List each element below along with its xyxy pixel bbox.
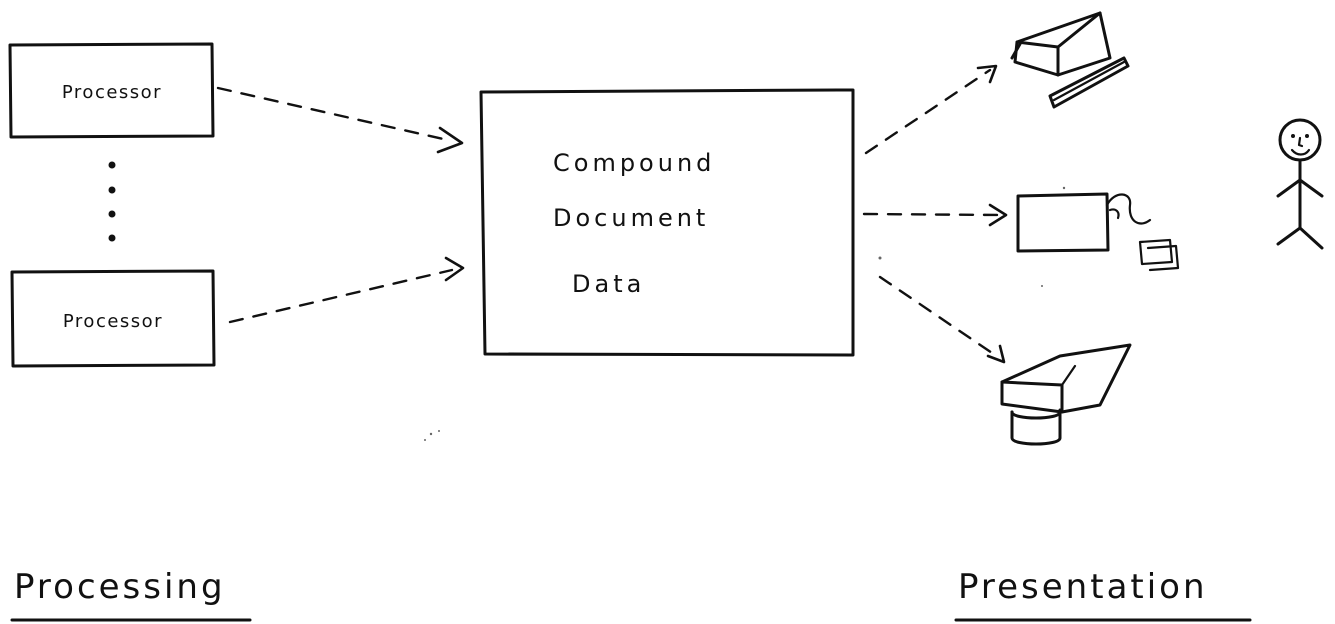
stick-figure-person-icon <box>1276 118 1324 250</box>
arrow-document-to-printer <box>862 203 1008 227</box>
projector-icon <box>1000 343 1132 446</box>
document-line-3: Data <box>572 270 645 298</box>
presentation-title: Presentation <box>958 567 1208 607</box>
document-line-2: Document <box>553 204 709 232</box>
scan-specks <box>424 186 1066 441</box>
processing-section: Processing <box>10 567 252 622</box>
ellipsis-dots <box>108 161 116 242</box>
processing-title: Processing <box>14 567 226 607</box>
processor-box-bottom: Processor <box>10 269 216 368</box>
compound-document-box: Compound Document Data <box>479 88 855 357</box>
presentation-section: Presentation <box>954 567 1252 622</box>
processor-label-top: Processor <box>62 82 162 103</box>
document-line-1: Compound <box>553 149 715 177</box>
printer-icon <box>1016 192 1180 272</box>
processor-box-top: Processor <box>8 42 215 139</box>
arrow-processor-bottom-to-document <box>228 256 465 324</box>
processor-label-bottom: Processor <box>63 311 163 332</box>
arrow-processor-top-to-document <box>216 86 464 154</box>
arrow-document-to-terminal <box>864 64 998 155</box>
computer-terminal-icon <box>1010 11 1130 109</box>
arrow-document-to-projector <box>878 275 1006 364</box>
